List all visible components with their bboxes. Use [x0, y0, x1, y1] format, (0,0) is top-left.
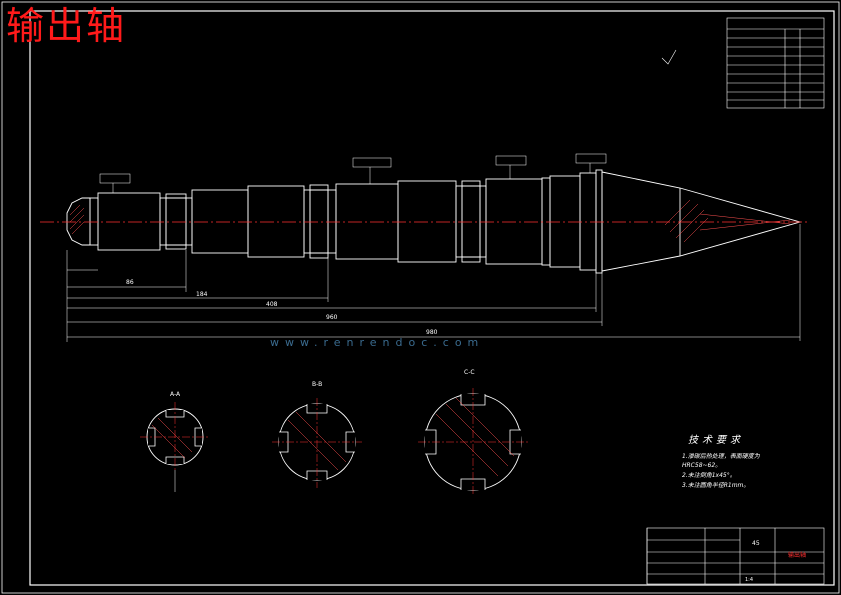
- drawing-title: 输出轴: [6, 4, 127, 48]
- title-block-part-name: 输出轴: [788, 551, 806, 559]
- tech-line-4: 3.未注圆角半径R1mm。: [682, 482, 750, 489]
- left-center-hole: [69, 204, 85, 235]
- watermark: www.renrendoc.com: [270, 336, 485, 349]
- section-label-c: C-C: [464, 369, 475, 376]
- section-label-a: A-A: [170, 391, 181, 398]
- section-b-b: [272, 398, 362, 488]
- dimension-lines: [66, 224, 801, 342]
- title-block: [646, 527, 825, 585]
- dim-seg3: 408: [266, 301, 278, 308]
- tech-line-2: HRC58~62。: [682, 462, 722, 469]
- section-c-c: [418, 388, 528, 496]
- dim-seg2: 184: [196, 291, 208, 298]
- dim-seg1: 86: [126, 279, 134, 286]
- dim-overall: 980: [426, 329, 438, 336]
- title-block-material: 45: [752, 540, 760, 547]
- dim-total: 960: [326, 314, 338, 321]
- tech-line-1: 1.渗碳后热处理，表面硬度为: [682, 453, 760, 460]
- roughness-symbol: [661, 49, 677, 65]
- title-block-scale: 1:4: [745, 577, 753, 583]
- inner-border: [29, 10, 835, 586]
- parameter-table: [726, 17, 825, 109]
- taper-hatch: [664, 199, 791, 243]
- tolerance-frames: [99, 153, 607, 193]
- tech-requirements-heading: 技术要求: [688, 435, 744, 446]
- tech-line-3: 2.未注倒角1x45°。: [682, 472, 736, 479]
- shaft-outline: [66, 169, 802, 274]
- section-a-a: [140, 402, 210, 492]
- section-label-b: B-B: [312, 381, 322, 388]
